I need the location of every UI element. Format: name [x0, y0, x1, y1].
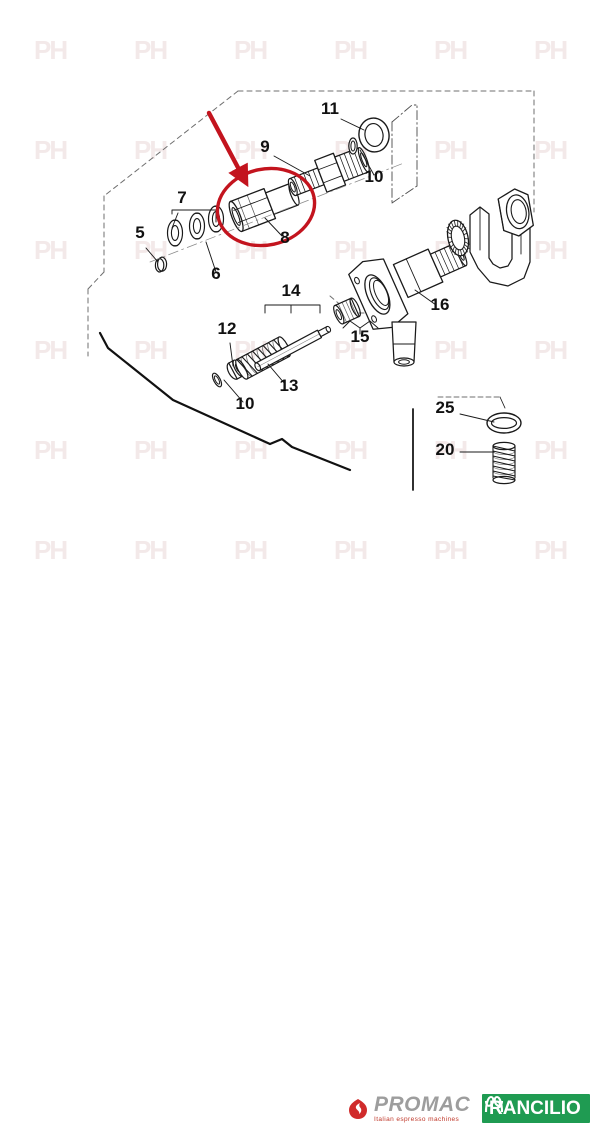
watermark-mark: PH — [134, 335, 168, 365]
callout-leader-7 — [171, 212, 179, 229]
dashed-group-boundary — [87, 90, 535, 357]
rancilio-knot-icon — [484, 1095, 504, 1113]
watermark-mark: PH — [534, 535, 568, 565]
callout-leader-10 — [359, 149, 375, 176]
watermark-mark: PH — [134, 535, 168, 565]
callout-leader-10 — [223, 379, 244, 403]
red-ellipse — [215, 166, 317, 248]
callout-bracket-14 — [264, 304, 321, 314]
lower-right-group — [412, 396, 522, 491]
callout-number-15: 15 — [351, 327, 370, 346]
part-20-spring — [492, 441, 516, 485]
diagram-canvas: PH PH PH PH PH PH PH PH PH PH PH PH PH PH PH PH PH PH PH PH… — [0, 35, 600, 1123]
watermark-mark: PH — [434, 35, 468, 65]
watermark-mark: PH — [34, 435, 68, 465]
callout-number-10: 10 — [365, 167, 384, 186]
watermark-mark: PH — [434, 135, 468, 165]
watermark-mark: PH — [234, 35, 268, 65]
callout-number-16: 16 — [431, 295, 450, 314]
callout-labels: 5 6 7 8 9 10 11 12 10 13 14 15 16 20 25 — [135, 99, 454, 459]
callout-bracket-7 — [171, 209, 217, 223]
part-16-valve-body — [348, 242, 468, 367]
callout-number-20: 20 — [436, 440, 455, 459]
assembly-axis — [149, 162, 405, 263]
watermark-mark: PH — [534, 335, 568, 365]
part-7-washers — [166, 212, 206, 247]
callout-leader-13 — [267, 363, 286, 385]
callout-leader-5 — [145, 247, 159, 263]
part-10-small-washer — [348, 137, 358, 155]
footer-logos: PROMAC Italian espresso machines RANCILI… — [0, 540, 600, 1123]
callout-leaders — [145, 118, 495, 453]
callout-number-11: 11 — [321, 99, 339, 118]
callout-bracket-15 — [342, 320, 379, 329]
watermark-mark: PH — [334, 235, 368, 265]
watermark-mark: PH — [34, 235, 68, 265]
watermark-mark: PH — [34, 35, 68, 65]
watermark-mark: PH — [334, 335, 368, 365]
callout-number-13: 13 — [280, 376, 299, 395]
callout-number-9: 9 — [260, 137, 269, 156]
callout-number-14: 14 — [282, 281, 301, 300]
part-25-oring — [486, 412, 522, 434]
callout-leader-9 — [273, 155, 311, 177]
promac-flame-icon — [348, 1098, 368, 1120]
watermark-mark: PH — [434, 435, 468, 465]
callout-leader-6 — [205, 241, 217, 273]
callout-number-8: 8 — [280, 228, 289, 247]
watermark-mark: PH — [434, 335, 468, 365]
part-14-valve-rod — [254, 325, 332, 372]
promac-name: PROMAC — [374, 1093, 471, 1116]
callout-number-10b: 10 — [236, 394, 255, 413]
callout-number-25: 25 — [436, 398, 455, 417]
watermark-mark: PH — [134, 35, 168, 65]
red-highlight-annotation — [206, 110, 317, 248]
callout-leader-8 — [264, 217, 283, 237]
promac-logo: PROMAC Italian espresso machines — [348, 1094, 470, 1124]
watermark-mark: PH — [334, 435, 368, 465]
callout-number-6: 6 — [211, 264, 220, 283]
watermark-mark: PH — [34, 135, 68, 165]
part-10b-small-washer — [211, 372, 223, 388]
hex-nut — [497, 188, 534, 237]
toothed-washer — [446, 219, 470, 257]
watermark-mark: PH — [434, 535, 468, 565]
parts-drawing: 5 6 7 8 9 10 11 12 10 13 14 15 16 20 25 — [87, 90, 535, 491]
watermark-mark: PH — [534, 35, 568, 65]
watermark-mark: PH — [234, 135, 268, 165]
watermark-mark: PH — [334, 35, 368, 65]
part-13-spring — [235, 336, 291, 380]
callout-number-7: 7 — [177, 188, 186, 207]
rancilio-logo: RANCILIO — [482, 1094, 590, 1123]
watermark-mark: PH — [34, 335, 68, 365]
pipe-line — [98, 331, 352, 472]
watermark-mark: PH — [334, 535, 368, 565]
watermark-mark: PH — [34, 535, 68, 565]
red-arrow — [206, 110, 249, 188]
part-8-union-nut — [228, 182, 300, 233]
watermark-mark: PH — [234, 535, 268, 565]
dashdot-subgroup — [391, 104, 418, 204]
callout-leader-25 — [459, 413, 495, 423]
watermark-mark: PH — [534, 235, 568, 265]
promac-tagline: Italian espresso machines — [374, 1116, 460, 1123]
callout-leader-12 — [229, 342, 234, 367]
callout-number-12: 12 — [218, 319, 237, 338]
watermark-mark: PH — [534, 435, 568, 465]
watermark-mark: PH — [534, 135, 568, 165]
callout-leader-11 — [340, 118, 365, 131]
callout-leader-16 — [414, 289, 437, 306]
watermark-mark: PH — [134, 435, 168, 465]
callout-number-5: 5 — [135, 223, 144, 242]
